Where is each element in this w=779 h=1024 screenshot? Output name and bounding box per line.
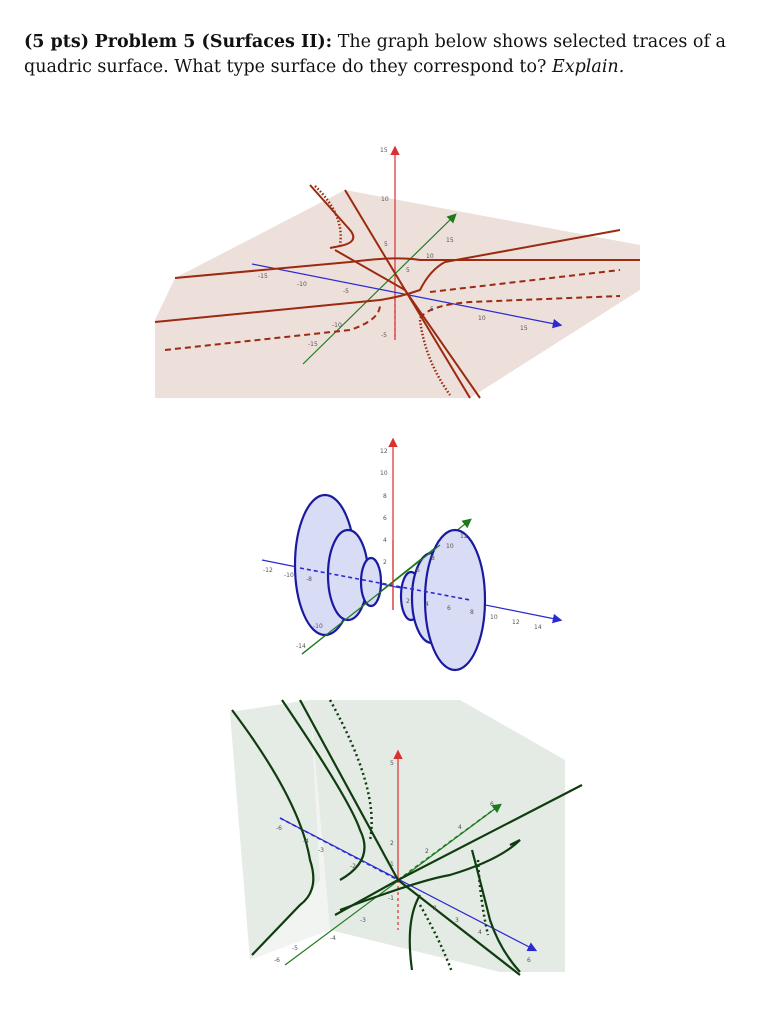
- fig1-x-tick: 15: [520, 325, 528, 332]
- fig2-x-tick: 4: [425, 601, 429, 608]
- fig2-x-tick: 8: [470, 609, 474, 616]
- fig2-x-tick: 2: [406, 598, 410, 605]
- fig2-y-tick: 12: [460, 533, 468, 540]
- fig1-y-tick: -10: [332, 322, 342, 329]
- hyperbola-trace-1: [309, 184, 355, 249]
- hyperbola-trace-dashed-2: [429, 269, 621, 293]
- fig2-y-tick: 8: [431, 555, 435, 562]
- fig2-y-tick: -10: [313, 623, 323, 630]
- fig3-y-tick: -3: [360, 917, 366, 924]
- fig3-x-tick: -3: [318, 847, 324, 854]
- hyperbola-trace-lower-2: [470, 849, 521, 973]
- figure-1-hyperboloid-two-sheets-traces: 15 10 5 -5 -15 -10 -5 5 10 15 15 10 5 -1…: [154, 145, 640, 399]
- fig3-y-tick: -5: [292, 945, 298, 952]
- y-axis-over: [301, 544, 441, 655]
- fig1-x-tick: -10: [297, 281, 307, 288]
- fig2-y-tick: 6: [416, 567, 420, 574]
- fig1-y-tick: 5: [406, 267, 410, 274]
- hyperbola-trace-dotted-1: [328, 699, 373, 841]
- fig3-x-tick: -4: [303, 838, 309, 845]
- fig2-z-tick: 6: [383, 515, 387, 522]
- fig2-z-tick: 12: [380, 448, 388, 455]
- explain-label: Explain.: [551, 57, 625, 77]
- hyperbola-trace-3: [154, 229, 621, 323]
- fig2-z-tick: 4: [383, 537, 387, 544]
- fig1-z-tick: -5: [381, 332, 387, 339]
- fig2-z-tick: 10: [380, 470, 388, 477]
- problem-text: The graph below shows selected traces of…: [24, 32, 726, 77]
- hyperbola-trace-dotted-2: [418, 319, 452, 396]
- fig1-y-tick: -15: [308, 341, 318, 348]
- plane-1: [155, 190, 640, 398]
- fig1-x-tick: 5: [430, 306, 434, 313]
- fig3-x-tick: 3: [455, 917, 459, 924]
- fig3-x-tick: 2: [433, 905, 437, 912]
- figure-3-hyperbola-traces: 5 1 2 -1 -6 -4 -3 -2 2 3 4 6 6 4 2 -3 -4…: [230, 699, 583, 976]
- fig3-y-tick: 4: [458, 824, 462, 831]
- fig2-y-tick: 10: [446, 543, 454, 550]
- fig3-z-tick: -1: [388, 895, 394, 902]
- hyperbola-trace-dashed-3: [419, 295, 621, 319]
- fig2-x-tick: 12: [512, 619, 520, 626]
- hyperbola-trace-lower: [408, 894, 421, 971]
- fig1-z-tick: 10: [381, 196, 389, 203]
- fig1-z-tick: 15: [380, 147, 388, 154]
- fig3-z-tick: 1: [390, 861, 394, 868]
- hyperbola-trace-2: [174, 257, 640, 279]
- fig3-z-tick: 5: [390, 760, 394, 767]
- problem-title: Problem 5 (Surfaces II):: [94, 32, 333, 52]
- hyperbola-trace-upper: [281, 699, 366, 881]
- fig1-y-tick: 15: [446, 237, 454, 244]
- fig2-x-tick: 10: [490, 614, 498, 621]
- y-axis: [284, 803, 502, 966]
- fig2-x-tick: -12: [263, 567, 273, 574]
- fig2-x-tick: -8: [306, 576, 312, 583]
- fig3-y-tick: 6: [490, 801, 494, 808]
- x-axis-over: [299, 567, 471, 601]
- fig3-z-tick: 2: [390, 840, 394, 847]
- hyperbola-trace-left: [231, 709, 315, 956]
- figure-2-elliptic-traces: 12 10 8 6 4 2 -12 -10 -8 2 4 6 8 10 12 1…: [261, 437, 563, 672]
- y-axis-dashed: [397, 804, 501, 881]
- points-label: (5 pts): [24, 32, 90, 52]
- fig3-y-tick: 2: [425, 848, 429, 855]
- fig2-x-tick: 6: [447, 605, 451, 612]
- plane-3b: [310, 700, 565, 972]
- fig3-x-tick: 6: [527, 957, 531, 964]
- fig1-z-tick: 5: [384, 241, 388, 248]
- fig1-x-tick: 10: [478, 315, 486, 322]
- diagonal-trace-2: [334, 249, 481, 399]
- hyperbola-trace-dashed-1: [164, 304, 381, 351]
- fig3-y-tick: -4: [330, 935, 336, 942]
- x-axis-dashed: [279, 817, 399, 881]
- fig3-x-tick: -6: [276, 825, 282, 832]
- fig2-x-tick: 14: [534, 624, 542, 631]
- problem-statement: (5 pts) Problem 5 (Surfaces II): The gra…: [24, 30, 764, 80]
- hyperbola-trace-dotted-1: [314, 185, 342, 246]
- fig2-x-tick: -10: [284, 572, 294, 579]
- fig3-x-tick: 4: [478, 929, 482, 936]
- fig1-x-tick: -5: [343, 288, 349, 295]
- hyperbola-trace-right: [339, 839, 521, 912]
- fig2-z-tick: 2: [383, 559, 387, 566]
- y-axis: [302, 213, 457, 365]
- fig3-y-tick: -6: [274, 957, 280, 964]
- plane-3c: [230, 700, 330, 960]
- fig1-y-tick: 10: [426, 253, 434, 260]
- fig2-z-tick: 8: [383, 493, 387, 500]
- fig3-x-tick: -2: [350, 863, 356, 870]
- fig2-y-tick: -14: [296, 643, 306, 650]
- ellipse-trace-right-large: [423, 528, 487, 672]
- fig1-x-tick: -15: [258, 273, 268, 280]
